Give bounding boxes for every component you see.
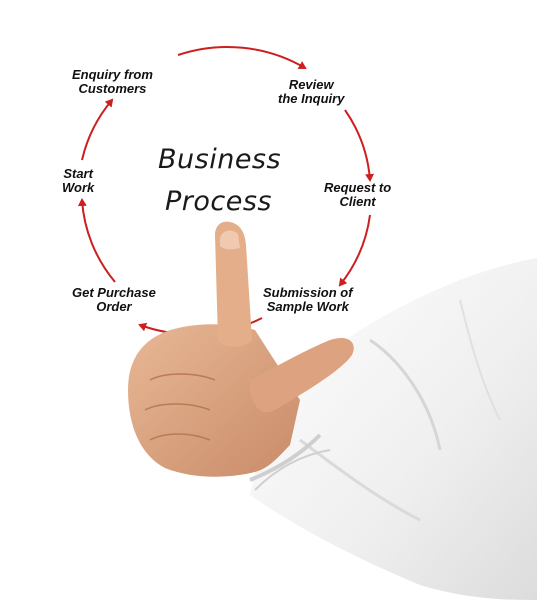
step-label-line-2: Work	[62, 180, 95, 195]
step-label-line-1: Submission of	[263, 285, 353, 300]
step-label-line-1: Start	[63, 166, 93, 181]
arrow-enquiry-to-review	[177, 45, 307, 70]
step-review-the-inquiry: Review the Inquiry	[278, 78, 344, 106]
step-label-line-1: Request to	[324, 180, 392, 195]
arrow-start-to-enquiry	[81, 98, 114, 161]
diagram-title-line-2: Process	[165, 186, 272, 217]
arrow-request-to-submission	[338, 214, 371, 287]
step-label-line-2: the Inquiry	[278, 91, 345, 106]
diagram-title-line-1: Business	[158, 144, 282, 175]
arrow-review-to-request	[344, 109, 375, 182]
step-start-work: Start Work	[62, 167, 94, 195]
step-submission-of-sample-work: Submission of Sample Work	[263, 286, 353, 314]
step-enquiry-from-customers: Enquiry from Customers	[72, 68, 153, 96]
arrow-order-to-start	[77, 198, 116, 283]
step-get-purchase-order: Get Purchase Order	[72, 286, 156, 314]
step-label-line-2: Customers	[78, 81, 147, 96]
shirt-sleeve	[250, 258, 537, 600]
step-request-to-client: Request to Client	[324, 181, 391, 209]
step-label-line-1: Enquiry from	[72, 67, 153, 82]
step-label-line-1: Get Purchase	[72, 285, 156, 300]
step-label-line-2: Client	[339, 194, 376, 209]
step-label-line-1: Review	[288, 77, 334, 92]
step-label-line-2: Sample Work	[266, 299, 349, 314]
pointing-hand-icon	[128, 221, 354, 482]
step-label-line-2: Order	[96, 299, 132, 314]
